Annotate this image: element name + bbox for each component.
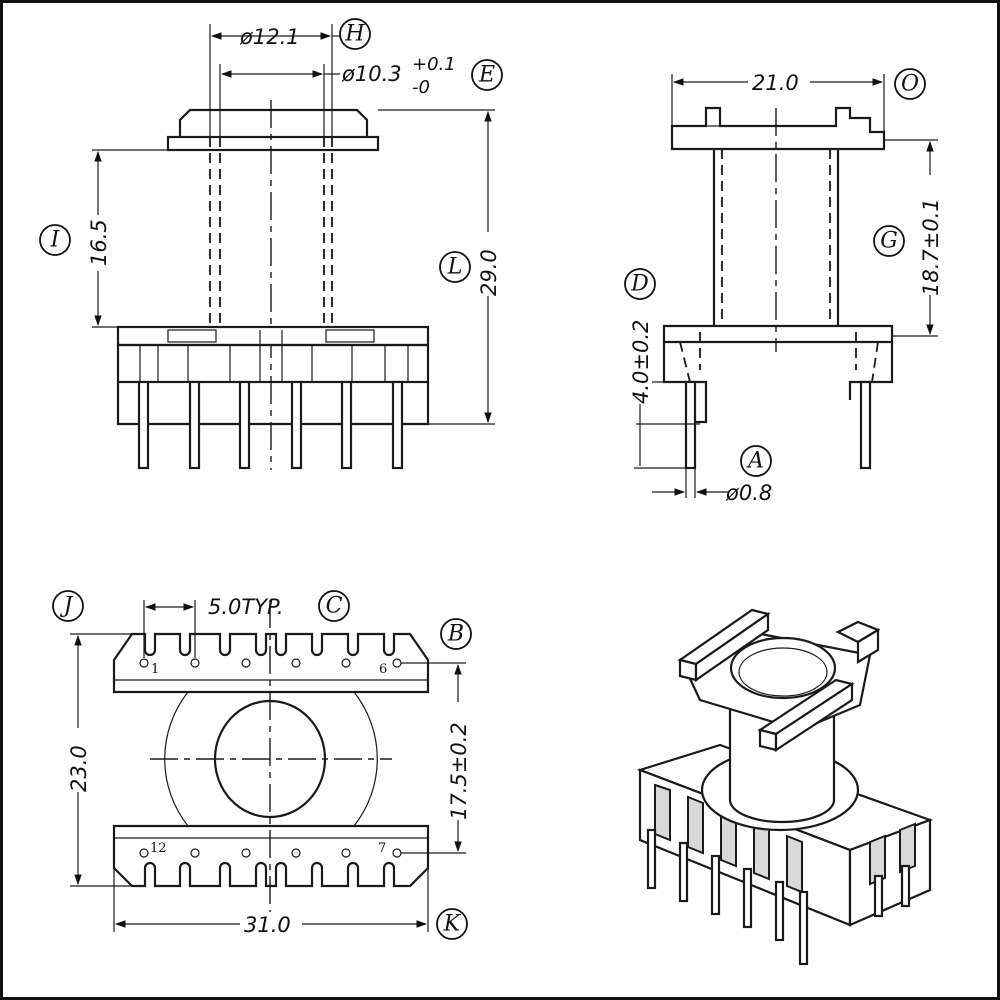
label-J-bubble: J [52,590,84,622]
pin-number-1: 1 [151,662,159,677]
label-L-bubble: L [439,251,471,283]
front-total-height-dim: 29.0 [477,249,501,296]
svg-text:E: E [478,63,495,88]
svg-text:C: C [326,594,343,619]
front-view: ø12.1 ø10.3 +0.1 -0 16.5 29.0 H E I L [39,18,503,470]
bottom-view: 1 6 12 7 5.0TYP. 23.0 17.5±0 [52,590,472,940]
svg-text:D: D [630,272,649,297]
label-B-bubble: B [440,618,472,650]
bottom-row-spacing-dim: 17.5±0.2 [447,722,471,820]
svg-text:I: I [50,228,61,253]
svg-text:G: G [880,229,898,254]
bottom-top-strip [112,632,430,694]
label-G-bubble: G [873,225,905,257]
label-A-bubble: A [740,445,772,477]
iso-pins [646,828,911,966]
front-bore-dia-dim: ø10.3 [341,62,402,86]
isometric-view [636,608,934,966]
svg-text:A: A [746,449,764,474]
label-O-bubble: O [894,68,926,100]
bottom-depth-dim: 23.0 [67,745,91,792]
bottom-bottom-strip [112,824,430,888]
side-view: 21.0 18.7±0.1 4.0±0.2 ø0.8 O G D A [624,68,943,505]
side-pin-dia-dim: ø0.8 [725,481,772,505]
svg-text:K: K [443,912,462,937]
svg-text:L: L [447,255,463,280]
front-top-flange [166,135,380,152]
front-flange-dia-dim: ø12.1 [239,25,300,49]
label-I-bubble: I [39,224,71,256]
bottom-length-dim: 31.0 [244,913,291,937]
bottom-pin-pitch-dim: 5.0TYP. [208,595,284,619]
front-base [116,325,430,347]
label-D-bubble: D [624,268,656,300]
front-pins [137,380,404,470]
side-pin-right [859,380,872,470]
front-bore-tol-plus: +0.1 [412,54,456,75]
pin-number-6: 6 [379,662,387,677]
label-E-bubble: E [471,59,503,91]
svg-text:H: H [344,22,365,47]
svg-text:O: O [901,72,919,97]
label-K-bubble: K [436,908,468,940]
side-pin-left [684,380,697,470]
svg-text:J: J [60,594,74,619]
pin-number-7: 7 [378,841,386,856]
side-bobbin-height-dim: 18.7±0.1 [919,198,943,296]
svg-text:B: B [447,622,464,647]
pin-number-12: 12 [150,841,167,856]
front-winding-height-dim: 16.5 [87,219,111,266]
label-C-bubble: C [318,590,350,622]
label-H-bubble: H [339,18,371,50]
side-width-dim: 21.0 [752,71,799,95]
front-bore-tol-minus: -0 [412,77,430,98]
side-base-height-dim: 4.0±0.2 [629,320,653,404]
